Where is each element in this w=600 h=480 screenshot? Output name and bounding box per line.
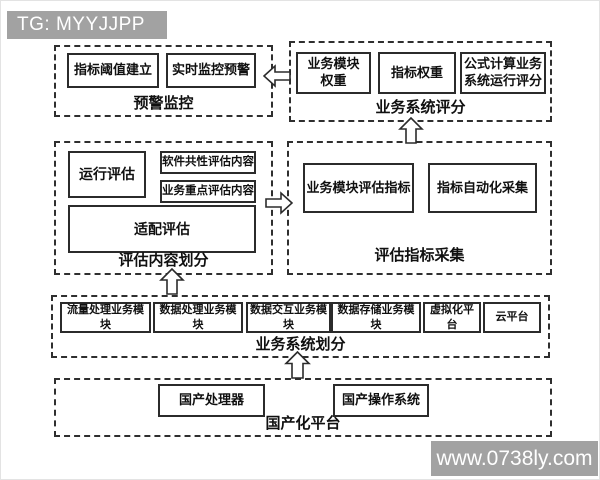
traffic-module-box: 流量处理业务模块 bbox=[60, 302, 151, 333]
formula-score-box: 公式计算业务 系统运行评分 bbox=[460, 52, 546, 94]
indicator-auto-collection-box: 指标自动化采集 bbox=[428, 163, 537, 213]
module-evaluation-indicator-box: 业务模块评估指标 bbox=[303, 163, 414, 213]
software-common-content-box: 软件共性评估内容 bbox=[160, 151, 256, 174]
site-watermark-badge: www.0738ly.com bbox=[431, 441, 598, 476]
adaptation-evaluation-box: 适配评估 bbox=[68, 205, 256, 253]
arrow-scoring-to-warning-icon bbox=[263, 64, 291, 88]
indicator-threshold-box: 指标阈值建立 bbox=[67, 53, 159, 88]
data-exchange-module-box: 数据交互业务模块 bbox=[246, 302, 331, 333]
indicator-collection-label: 评估指标采集 bbox=[374, 247, 465, 264]
system-scoring-group: 业务模块 权重 指标权重 公式计算业务 系统运行评分 业务系统评分 bbox=[289, 41, 552, 122]
domestic-platform-group: 国产处理器 国产操作系统 国产化平台 bbox=[54, 378, 552, 437]
indicator-collection-group: 业务模块评估指标 指标自动化采集 评估指标采集 bbox=[287, 141, 552, 275]
system-division-label: 业务系统划分 bbox=[255, 336, 346, 353]
evaluation-content-group: 运行评估 软件共性评估内容 业务重点评估内容 适配评估 评估内容划分 bbox=[54, 141, 273, 275]
business-key-content-box: 业务重点评估内容 bbox=[160, 180, 256, 203]
realtime-monitoring-box: 实时监控预警 bbox=[166, 53, 256, 88]
arrow-collection-to-scoring-icon bbox=[398, 117, 424, 144]
data-processing-module-box: 数据处理业务模块 bbox=[153, 302, 243, 333]
virtualization-platform-box: 虚拟化平台 bbox=[423, 302, 481, 333]
arrow-division-to-content-icon bbox=[159, 268, 185, 295]
warning-monitoring-group: 指标阈值建立 实时监控预警 预警监控 bbox=[54, 45, 273, 117]
telegram-watermark-badge: TG: MYYJJPP bbox=[7, 11, 167, 39]
system-scoring-label: 业务系统评分 bbox=[375, 99, 466, 116]
cloud-platform-box: 云平台 bbox=[483, 302, 541, 333]
indicator-weight-box: 指标权重 bbox=[378, 52, 456, 94]
arrow-platform-to-division-icon bbox=[284, 351, 311, 379]
arrow-content-to-collection-icon bbox=[265, 191, 293, 215]
domestic-os-box: 国产操作系统 bbox=[333, 384, 429, 417]
evaluation-content-label: 评估内容划分 bbox=[118, 252, 209, 269]
system-division-group: 流量处理业务模块 数据处理业务模块 数据交互业务模块 数据存储业务模块 虚拟化平… bbox=[51, 295, 550, 358]
domestic-processor-box: 国产处理器 bbox=[158, 384, 265, 417]
module-weight-box: 业务模块 权重 bbox=[296, 52, 371, 94]
domestic-platform-label: 国产化平台 bbox=[265, 415, 341, 432]
data-storage-module-box: 数据存储业务模块 bbox=[331, 302, 421, 333]
runtime-evaluation-box: 运行评估 bbox=[68, 151, 146, 198]
warning-monitoring-label: 预警监控 bbox=[133, 95, 194, 112]
